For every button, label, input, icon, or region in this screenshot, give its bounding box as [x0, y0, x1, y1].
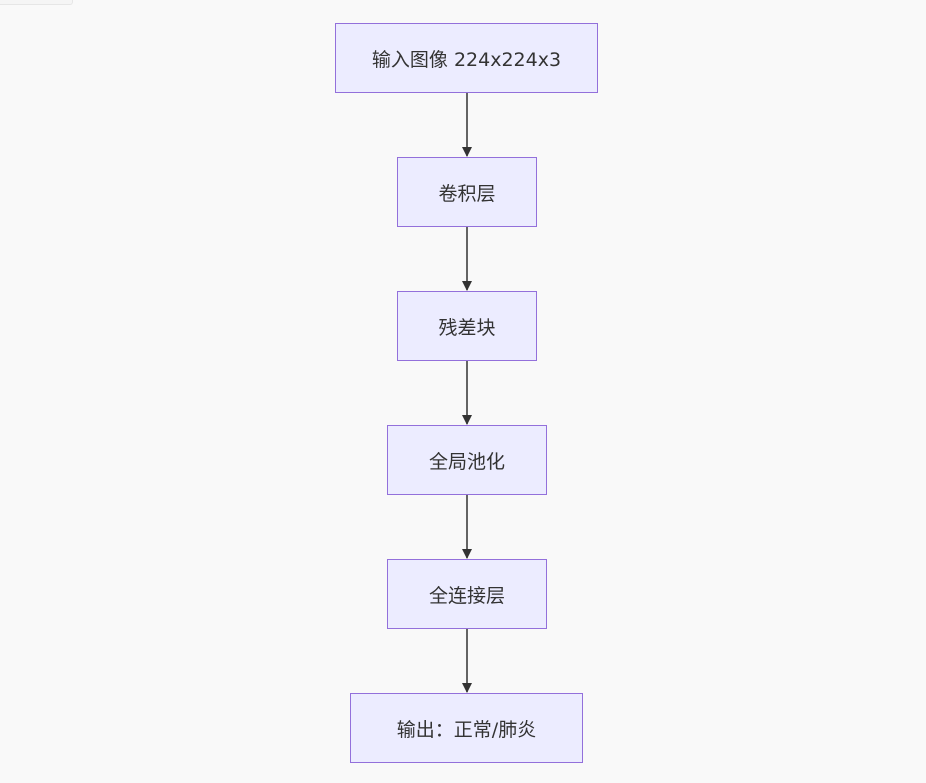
- node-output: 输出：正常/肺炎: [350, 693, 583, 763]
- node-conv-layer-label: 卷积层: [438, 182, 496, 205]
- node-residual-block: 残差块: [397, 291, 537, 361]
- node-input-image-label: 输入图像 224x224x3: [371, 48, 562, 71]
- node-output-label: 输出：正常/肺炎: [396, 718, 537, 741]
- node-input-image: 输入图像 224x224x3: [335, 23, 598, 93]
- node-fully-connected: 全连接层: [387, 559, 547, 629]
- tab-fragment: [0, 0, 73, 5]
- node-residual-block-label: 残差块: [438, 316, 496, 339]
- node-conv-layer: 卷积层: [397, 157, 537, 227]
- node-global-pooling-label: 全局池化: [428, 450, 505, 473]
- node-fully-connected-label: 全连接层: [428, 584, 505, 607]
- node-global-pooling: 全局池化: [387, 425, 547, 495]
